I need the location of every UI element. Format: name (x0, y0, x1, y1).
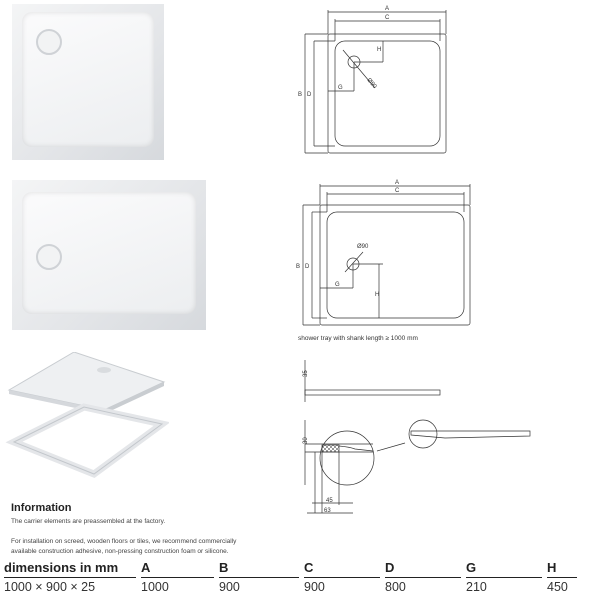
rectangular-tray-drawing: A C B D G H Ø90 (296, 180, 471, 326)
column-header: B (219, 560, 299, 578)
drain-icon (36, 244, 62, 270)
table-cell: 450 (547, 580, 568, 594)
dim-label-g: G (335, 282, 340, 288)
column-header: G (466, 560, 542, 578)
dimensions-table: dimensions in mm A B C D G H 1000 × 900 … (4, 560, 577, 594)
column-header: D (385, 560, 461, 578)
column-header: A (141, 560, 214, 578)
dim-label-g: G (338, 85, 343, 91)
square-tray-drawing: A C B D G H Ø90 (298, 6, 447, 154)
detail-height-label: 30 (303, 437, 309, 444)
dim-label-c: C (395, 188, 400, 194)
dim-label-d: D (307, 92, 312, 98)
detail-outer-label: 63 (324, 508, 331, 514)
dim-label-d: D (305, 264, 310, 270)
table-cell: 900 (219, 580, 240, 594)
table-cell: 900 (304, 580, 325, 594)
square-tray-photo (12, 4, 164, 160)
dim-label-b: B (296, 264, 300, 270)
tray-with-carrier-photo (5, 352, 169, 478)
column-header: C (304, 560, 380, 578)
info-text: available construction adhesive, non-pre… (11, 548, 229, 555)
table-header-row: dimensions in mm A B C D G H (4, 560, 577, 578)
table-cell: 210 (466, 580, 487, 594)
drain-icon (36, 29, 62, 55)
side-view-drawing: 35 (303, 360, 441, 402)
info-text: The carrier elements are preassembled at… (11, 518, 166, 525)
detail-inner-label: 45 (326, 498, 333, 504)
table-cell: 1000 (141, 580, 169, 594)
rectangular-tray-photo (12, 180, 206, 330)
dim-label-b: B (298, 92, 302, 98)
dim-label-a: A (395, 180, 399, 186)
dim-label-c: C (385, 15, 390, 21)
dim-label-h: H (377, 47, 381, 53)
table-cell: 1000 × 900 × 25 (4, 580, 96, 594)
dim-label-h: H (375, 292, 379, 298)
detail-drawing: 30 45 63 (303, 419, 531, 514)
drawing-caption: shower tray with shank length ≥ 1000 mm (298, 335, 418, 342)
info-title: Information (11, 502, 72, 514)
table-row: 1000 × 900 × 25 1000 900 900 800 210 450 (4, 578, 577, 594)
side-height-label: 35 (303, 370, 309, 377)
dim-label-diameter: Ø90 (365, 77, 377, 90)
column-header: H (547, 560, 577, 578)
info-text: For installation on screed, wooden floor… (11, 538, 237, 545)
dim-label-a: A (385, 6, 389, 12)
table-cell: 800 (385, 580, 406, 594)
dim-label-diameter: Ø90 (357, 244, 369, 250)
column-header: dimensions in mm (4, 560, 136, 578)
